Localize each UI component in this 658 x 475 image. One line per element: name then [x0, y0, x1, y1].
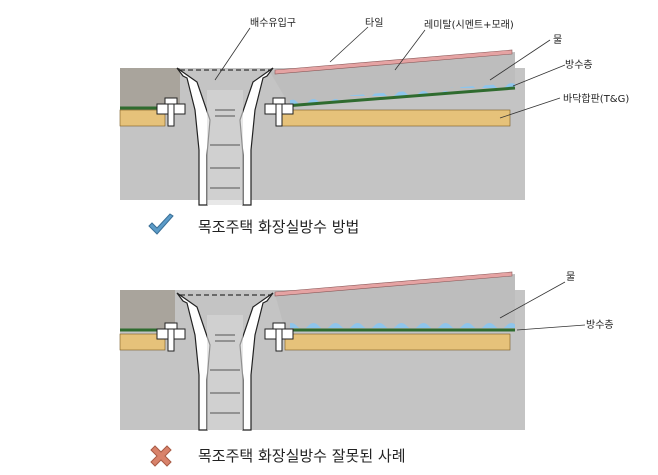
waterproof-membrane [284, 86, 516, 108]
label-waterproof-layer-bottom: 방수층 [586, 320, 614, 331]
tile-layer [274, 271, 513, 297]
caption-wrong-case: 목조주택 화장실방수 잘못된 사례 [198, 447, 406, 465]
water-layer [290, 320, 515, 328]
top-section-drawing [119, 26, 566, 206]
plywood-layer [284, 333, 511, 351]
plywood-layer [279, 109, 511, 127]
label-tile: 타일 [365, 18, 384, 29]
label-floor-plywood: 바닥합판(T&G) [563, 94, 630, 105]
check-icon [148, 213, 174, 235]
label-drain-inlet: 배수유입구 [250, 18, 296, 29]
label-waterproof-layer: 방수층 [565, 60, 593, 71]
label-water: 물 [553, 35, 563, 46]
label-water-bottom: 물 [566, 272, 576, 283]
tile-layer [274, 49, 513, 75]
bottom-section-drawing [119, 271, 586, 431]
caption-correct-method: 목조주택 화장실방수 방법 [198, 218, 360, 236]
label-mortar: 레미탈(시멘트+모래) [424, 20, 514, 31]
cross-icon [150, 445, 172, 467]
